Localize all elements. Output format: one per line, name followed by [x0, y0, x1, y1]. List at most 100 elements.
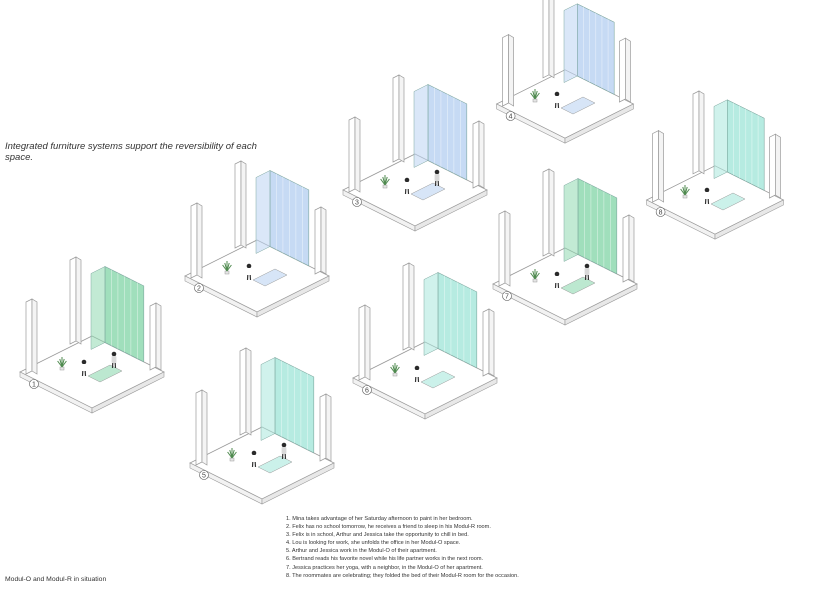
scene-5: 5	[189, 347, 335, 505]
floor-edge	[261, 462, 335, 505]
column	[392, 74, 400, 163]
scene-number-badge	[655, 207, 666, 217]
plant-pot	[224, 270, 230, 275]
column	[348, 116, 356, 193]
scene-legend: 1. Mina takes advantage of her Saturday …	[286, 515, 586, 580]
column	[31, 298, 38, 375]
column	[622, 214, 630, 283]
column	[398, 74, 405, 163]
column	[472, 120, 480, 189]
column	[775, 133, 781, 199]
floor-edge	[424, 377, 498, 420]
scene-number-label: 2	[197, 285, 201, 292]
floor-edge	[91, 371, 165, 414]
column	[542, 0, 550, 79]
floor-edge	[564, 283, 638, 326]
scene-number-badge	[502, 291, 512, 301]
floor-edge	[714, 199, 784, 240]
scene-number-label: 5	[202, 472, 206, 479]
column	[364, 304, 371, 381]
column	[195, 389, 203, 466]
module-return	[563, 178, 579, 262]
furniture	[257, 455, 293, 474]
person-head	[281, 442, 287, 448]
furniture	[710, 192, 746, 211]
scene-6: 6	[352, 262, 498, 420]
scene-number-badge	[352, 197, 362, 207]
person-body	[251, 455, 257, 462]
figure-caption: Modul-O and Modul-R in situation	[5, 576, 107, 583]
column	[692, 90, 700, 175]
column	[69, 256, 77, 345]
plant-pot	[229, 457, 235, 462]
person-body	[404, 182, 410, 189]
scene-4: 4	[495, 0, 635, 144]
column	[508, 33, 514, 107]
person-body	[554, 276, 560, 283]
person-head	[414, 365, 420, 371]
legend-item-4: 4. Lou is looking for work, she unfolds …	[286, 540, 461, 547]
column	[408, 262, 415, 351]
scene-1: 1	[19, 256, 165, 414]
person-head	[554, 91, 560, 97]
plant-leaf	[61, 360, 67, 368]
column	[619, 37, 626, 103]
plant-pot	[682, 194, 688, 199]
furniture	[410, 182, 446, 201]
plant-pot	[532, 98, 538, 103]
plant-leaf	[534, 272, 540, 280]
legend-item-2: 2. Felix has no school tomorrow, he rece…	[286, 524, 491, 531]
column	[358, 304, 366, 381]
person-head	[434, 169, 440, 175]
column	[402, 262, 410, 351]
column	[548, 0, 555, 79]
scene-number-label: 8	[659, 209, 663, 216]
column	[652, 130, 659, 203]
scene-number-label: 3	[355, 199, 359, 206]
column	[245, 347, 252, 436]
column	[542, 168, 550, 257]
person-body	[704, 192, 710, 199]
person-head	[584, 263, 590, 269]
person-body	[414, 370, 420, 377]
legend-item-8: 8. The roommates are celebrating; they f…	[286, 572, 519, 579]
furniture	[560, 276, 596, 295]
plant-leaf	[384, 178, 390, 186]
person-body	[554, 96, 560, 103]
plant-leaf	[226, 264, 232, 272]
column	[482, 308, 490, 377]
person-body	[246, 268, 252, 275]
person-body	[111, 356, 117, 363]
scene-7: 7	[492, 168, 638, 326]
scene-3: 3	[342, 74, 488, 232]
module-return	[423, 272, 439, 356]
legend-item-5: 5. Arthur and Jessica work in the Modul-…	[286, 548, 437, 555]
person-body	[281, 447, 287, 454]
person-body	[434, 174, 440, 181]
plant-leaf	[231, 451, 237, 459]
person-head	[704, 187, 710, 193]
column	[149, 302, 157, 371]
scene-8: 8	[645, 90, 785, 240]
person-body	[584, 268, 590, 275]
plant-leaf	[684, 188, 690, 196]
person-head	[246, 263, 252, 269]
column	[548, 168, 555, 257]
column	[325, 393, 332, 462]
plant-pot	[392, 372, 398, 377]
module-return	[260, 357, 276, 441]
person-head	[554, 271, 560, 277]
floor-edge	[414, 189, 488, 232]
person-head	[251, 450, 257, 456]
scene-number-badge	[505, 111, 516, 121]
column	[320, 206, 327, 275]
floor-edge	[256, 275, 330, 318]
legend-item-3: 3. Felix is in school, Arthur and Jessic…	[286, 532, 469, 539]
column	[628, 214, 635, 283]
furniture	[560, 96, 596, 115]
scene-number-label: 4	[509, 113, 513, 120]
column	[625, 37, 631, 103]
person-head	[81, 359, 87, 365]
column	[190, 202, 198, 279]
